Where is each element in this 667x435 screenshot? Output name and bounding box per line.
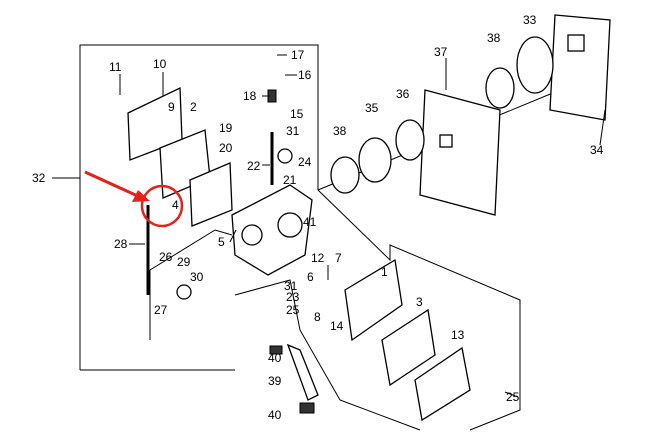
arrow-head-icon <box>132 190 150 202</box>
diaphragm-3 <box>381 308 436 387</box>
label-33: 33 <box>523 13 537 27</box>
label-20: 20 <box>219 141 233 155</box>
label-25: 25 <box>286 303 300 317</box>
label-27: 27 <box>154 303 168 317</box>
insulator-37 <box>419 89 501 216</box>
label-22: 22 <box>247 159 261 173</box>
label-24: 24 <box>298 155 312 169</box>
label-25b: 25 <box>506 390 520 404</box>
label-21: 21 <box>283 173 297 187</box>
label-18: 18 <box>243 89 257 103</box>
label-34: 34 <box>590 143 604 157</box>
label-37: 37 <box>434 45 448 59</box>
highlight-circle <box>140 184 184 228</box>
label-2: 2 <box>190 100 197 114</box>
label-3: 3 <box>416 295 423 309</box>
label-17: 17 <box>291 48 305 62</box>
part-labels: 17 16 18 15 19 31 20 22 24 21 11 10 9 2 … <box>32 13 604 422</box>
label-23: 23 <box>286 290 300 304</box>
label-32: 32 <box>32 171 46 185</box>
adapter-33 <box>516 36 554 94</box>
label-16: 16 <box>298 68 312 82</box>
gasket-38a <box>485 67 515 109</box>
carburetor-body <box>231 184 313 276</box>
label-31: 31 <box>286 124 300 138</box>
label-15: 15 <box>290 107 304 121</box>
gasket-4 <box>189 162 233 227</box>
label-39: 39 <box>268 374 282 388</box>
label-12: 12 <box>311 251 325 265</box>
label-30: 30 <box>190 270 204 284</box>
label-9: 9 <box>168 100 175 114</box>
label-6: 6 <box>307 270 314 284</box>
highlight-annotation <box>84 170 184 228</box>
label-7: 7 <box>335 251 342 265</box>
label-5: 5 <box>218 235 225 249</box>
label-11: 11 <box>109 60 122 74</box>
label-1: 1 <box>381 265 388 279</box>
label-13: 13 <box>451 328 465 342</box>
leader-lines <box>119 54 606 398</box>
gasket-38b <box>330 156 360 194</box>
label-10: 10 <box>153 57 167 71</box>
label-31b: 31 <box>284 279 298 293</box>
label-36: 36 <box>396 87 410 101</box>
label-19: 19 <box>219 121 233 135</box>
part-shapes <box>127 14 611 422</box>
label-14: 14 <box>330 319 344 333</box>
highlight-arrow <box>84 170 141 199</box>
plate-34 <box>549 14 611 121</box>
spacer-35 <box>358 137 392 183</box>
gasket-36 <box>395 119 425 161</box>
label-40: 40 <box>268 351 282 365</box>
label-29: 29 <box>177 255 191 269</box>
fuel-line-39 <box>286 343 319 401</box>
label-40b: 40 <box>268 408 282 422</box>
gasket-1 <box>344 258 403 342</box>
label-8: 8 <box>314 310 321 324</box>
label-41: 41 <box>303 215 317 229</box>
label-35: 35 <box>365 101 379 115</box>
gasket-13 <box>414 346 471 422</box>
label-38: 38 <box>487 31 501 45</box>
label-28: 28 <box>114 237 128 251</box>
label-4: 4 <box>172 198 179 212</box>
label-26: 26 <box>159 250 173 264</box>
label-38b: 38 <box>333 124 347 138</box>
